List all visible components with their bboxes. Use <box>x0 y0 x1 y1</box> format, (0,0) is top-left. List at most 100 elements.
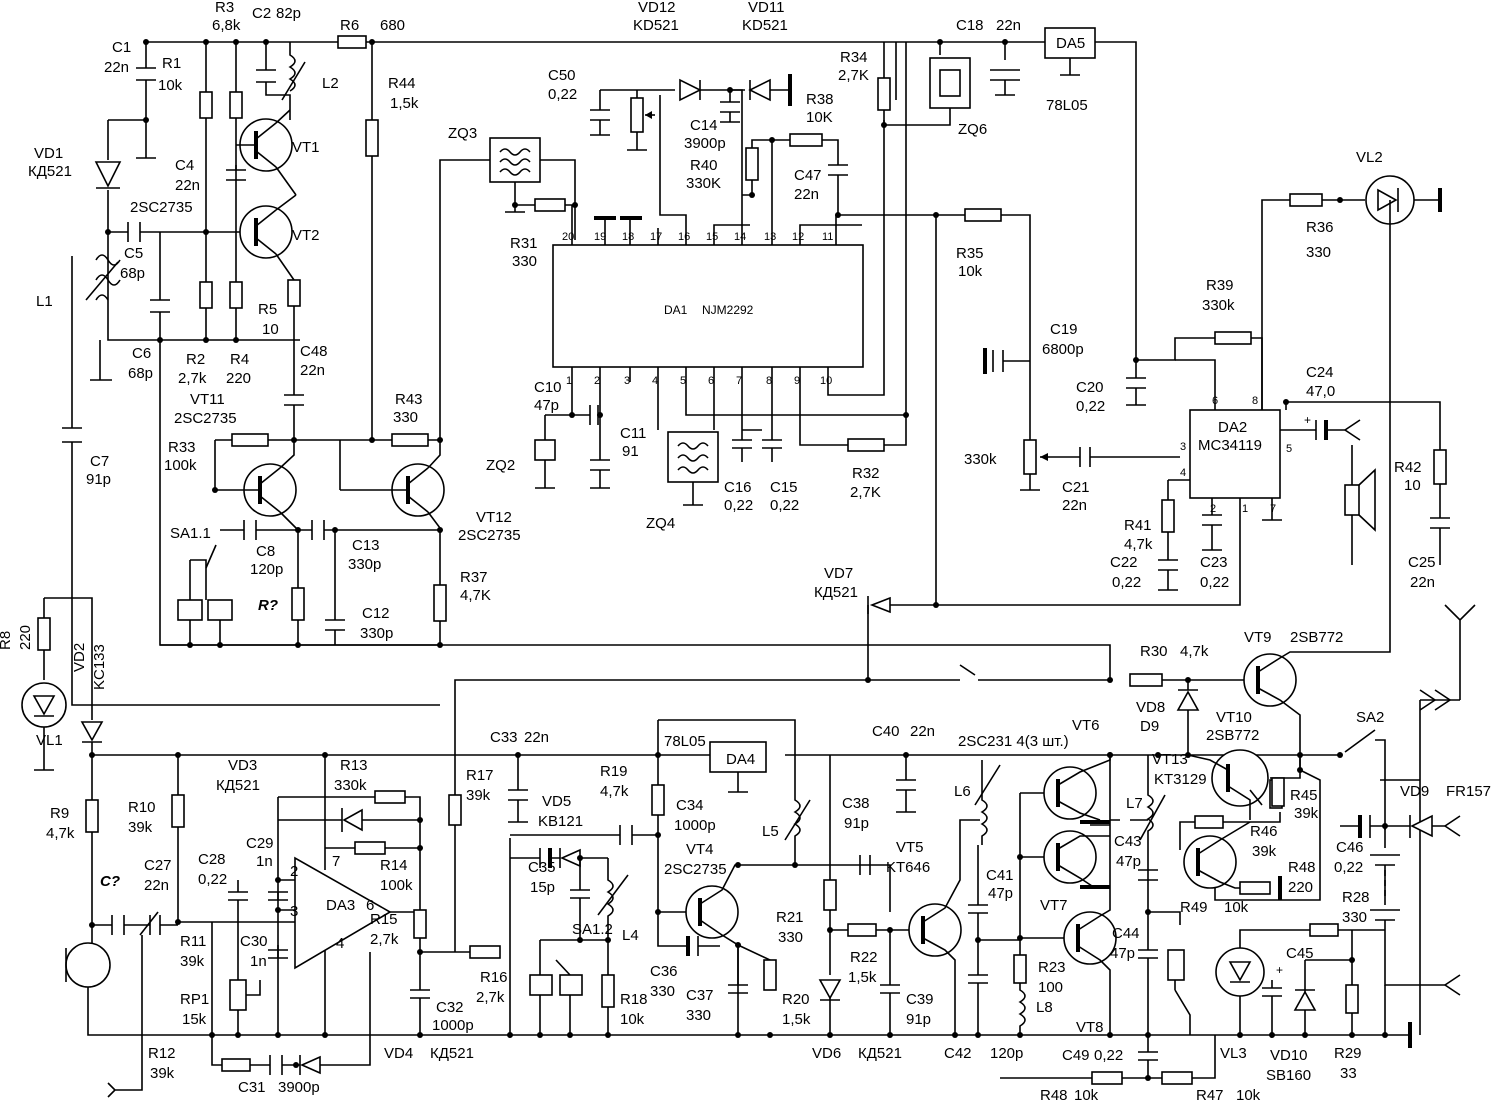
label: 47p <box>534 397 559 414</box>
pin-label: 4 <box>652 375 658 387</box>
label: DA4 <box>726 751 755 768</box>
label: 330 <box>393 409 418 426</box>
label: VD1 <box>34 145 63 162</box>
label: 4,7k <box>1180 643 1209 660</box>
label: VD11 <box>748 0 784 16</box>
label: KD521 <box>742 17 788 34</box>
label: 47p <box>1110 945 1135 962</box>
label: VT10 <box>1216 709 1252 726</box>
label: C46 <box>1336 839 1364 856</box>
label: R? <box>258 597 278 614</box>
label: C21 <box>1062 479 1090 496</box>
label: 10k <box>620 1011 645 1028</box>
da1-top-network <box>590 74 937 605</box>
label: R28 <box>1342 889 1370 906</box>
label: C14 <box>690 117 718 134</box>
label: 330 <box>778 929 803 946</box>
label: 4,7k <box>600 783 629 800</box>
label: C36 <box>650 963 678 980</box>
label: 15p <box>530 879 555 896</box>
label: 120p <box>990 1045 1023 1062</box>
label: VL3 <box>1220 1045 1247 1062</box>
label: 330p <box>348 556 381 573</box>
label: 6800p <box>1042 341 1084 358</box>
label: C29 <box>246 835 274 852</box>
label: R34 <box>840 49 868 66</box>
label: R14 <box>380 857 408 874</box>
label: C27 <box>144 857 172 874</box>
pin-label: 13 <box>764 231 776 243</box>
label: 0,22 <box>1334 859 1363 876</box>
ground-rail-junctions <box>209 1032 1388 1038</box>
label: R10 <box>128 799 156 816</box>
label: R11 <box>180 933 206 950</box>
label: 10 <box>1404 477 1421 494</box>
vd6-r21-c38 <box>818 755 912 1035</box>
pin-label: 19 <box>594 231 606 243</box>
label: КД521 <box>28 163 72 180</box>
pin-label: 4 <box>1180 467 1186 479</box>
label: C31 <box>238 1079 266 1096</box>
pin-label: 6 <box>366 897 374 914</box>
label: 39k <box>466 787 491 804</box>
label: 2SB772 <box>1290 629 1343 646</box>
label: ZQ3 <box>448 125 477 142</box>
label: 330k <box>334 777 367 794</box>
label: VT2 <box>292 227 320 244</box>
label: VD9 <box>1400 783 1429 800</box>
label: 0,22 <box>724 497 753 514</box>
label: 2SC2735 <box>458 527 521 544</box>
pin-label: 8 <box>1252 395 1258 407</box>
r6-r44 <box>337 35 379 443</box>
label: L2 <box>322 75 339 92</box>
label: ZQ6 <box>958 121 987 138</box>
label: C47 <box>794 167 822 184</box>
label: 39k <box>1294 805 1319 822</box>
label: C48 <box>300 343 328 360</box>
label: R12 <box>148 1045 176 1062</box>
label: C25 <box>1408 554 1436 571</box>
label: 22n <box>996 17 1021 34</box>
label: 39k <box>180 953 205 970</box>
label: R16 <box>480 969 508 986</box>
label: VD8 <box>1136 699 1165 716</box>
label: 220 <box>17 625 34 650</box>
label: R17 <box>466 767 494 784</box>
label: 0,22 <box>198 871 227 888</box>
label: 330 <box>512 253 537 270</box>
label: 22n <box>175 177 200 194</box>
label: 39k <box>1252 843 1277 860</box>
label: 680 <box>380 17 405 34</box>
pin-label: 20 <box>562 231 574 243</box>
pin-label: 3 <box>1180 441 1186 453</box>
label: 22n <box>104 59 129 76</box>
label: R48 <box>1040 1087 1068 1104</box>
pin-label: 11 <box>822 231 833 243</box>
label: C13 <box>352 537 380 554</box>
label: 1000p <box>432 1017 474 1034</box>
label: C43 <box>1114 833 1142 850</box>
label: C39 <box>906 991 934 1008</box>
label: VT12 <box>476 509 512 526</box>
label: C7 <box>90 453 109 470</box>
zq4-filter <box>667 431 719 506</box>
r35-c19-volume <box>933 208 1180 491</box>
r8-vd2-vl1 <box>21 597 104 771</box>
label: R35 <box>956 245 984 262</box>
pin-label: 14 <box>734 231 746 243</box>
label: C38 <box>842 795 870 812</box>
pin-label: 7 <box>1270 503 1276 515</box>
pin-label: 7 <box>736 375 742 387</box>
mic-input <box>65 755 1412 1098</box>
label: 2SC2735 <box>174 410 237 427</box>
label: R5 <box>258 301 277 318</box>
label: C? <box>100 873 120 890</box>
label: 91p <box>906 1011 931 1028</box>
da1-chip <box>552 42 907 446</box>
pin-label: 17 <box>650 231 662 243</box>
pin-label: 10 <box>820 375 832 387</box>
label: 330k <box>1202 297 1235 314</box>
label: C40 <box>872 723 900 740</box>
label: C32 <box>436 999 464 1016</box>
l7-vt13 <box>1110 749 1321 1035</box>
